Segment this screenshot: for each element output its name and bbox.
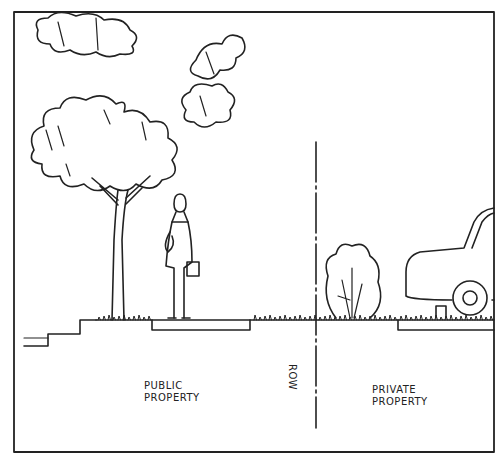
driveway: [398, 320, 494, 330]
curb-steps: [24, 320, 96, 346]
car: [406, 208, 494, 318]
canopy-right-marks: [200, 52, 214, 116]
row-label: ROW: [286, 364, 298, 390]
area-label: PUBLIC PROPERTY: [144, 380, 200, 404]
curb-line: [24, 337, 48, 338]
grass: [98, 315, 493, 320]
canopy-right-low: [182, 84, 235, 127]
frame: [14, 12, 494, 452]
tree-trunk: [112, 190, 128, 320]
row-line: [315, 142, 317, 428]
ground-line: [96, 319, 494, 320]
canopy-marks: [46, 110, 146, 176]
canopy-top-marks: [58, 18, 98, 50]
canopy-right: [190, 35, 244, 79]
shrub-stems: [338, 268, 362, 318]
person: [165, 194, 199, 318]
tree-canopy: [31, 96, 177, 191]
sidewalk: [152, 320, 250, 330]
shrub: [326, 244, 380, 318]
area-label: PRIVATE PROPERTY: [372, 384, 428, 408]
canopy-top: [36, 12, 136, 56]
